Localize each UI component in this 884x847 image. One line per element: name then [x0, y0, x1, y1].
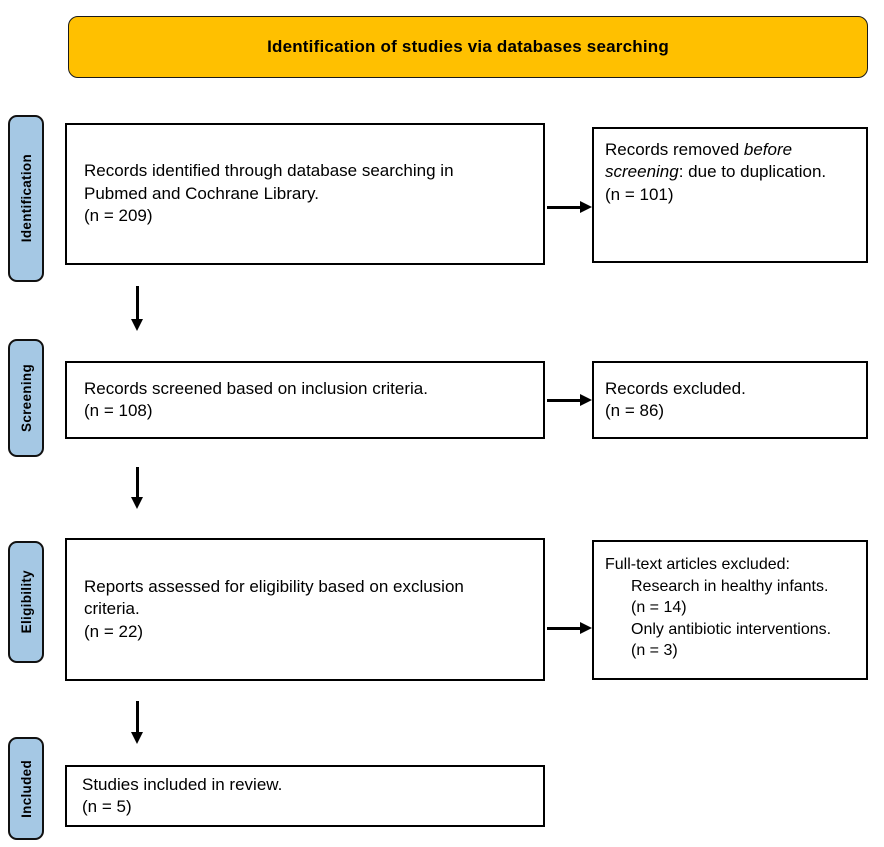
box-records-removed-text: Records removed before screening: due to… — [605, 139, 836, 184]
stage-label-identification-text: Identification — [18, 154, 34, 243]
exclusion-reason-count: (n = 3) — [631, 642, 678, 660]
box-reports-assessed: Reports assessed for eligibility based o… — [65, 538, 545, 681]
box-records-excluded-count: (n = 86) — [605, 401, 665, 420]
arrow-right-identified-to-removed — [547, 206, 580, 209]
box-records-screened: Records screened based on inclusion crit… — [65, 361, 545, 439]
stage-label-screening-text: Screening — [18, 364, 34, 432]
stage-label-eligibility-text: Eligibility — [18, 570, 34, 634]
box-records-excluded: Records excluded. (n = 86) — [592, 361, 868, 439]
box-records-identified: Records identified through database sear… — [65, 123, 545, 265]
arrow-down-assessed-to-included — [136, 701, 139, 732]
box-records-identified-text: Records identified through database sear… — [84, 161, 454, 203]
box-reports-assessed-text: Reports assessed for eligibility based o… — [84, 576, 464, 619]
box-records-removed-count: (n = 101) — [605, 184, 674, 204]
box-fulltext-excluded: Full-text articles excluded: Research in… — [592, 540, 868, 680]
arrow-down-screened-to-assessed — [136, 467, 139, 497]
box-studies-included-count: (n = 5) — [82, 797, 132, 816]
exclusion-reason-text: Research in healthy infants. — [631, 577, 829, 595]
arrow-down-identified-to-screened — [136, 286, 139, 319]
exclusion-reason-count: (n = 14) — [631, 599, 687, 617]
stage-label-eligibility: Eligibility — [8, 541, 44, 663]
box-studies-included: Studies included in review. (n = 5) — [65, 765, 545, 827]
records-removed-pre: Records removed — [605, 140, 744, 159]
box-studies-included-text: Studies included in review. — [82, 774, 283, 794]
box-records-screened-count: (n = 108) — [84, 401, 153, 420]
box-records-screened-text: Records screened based on inclusion crit… — [84, 378, 428, 398]
box-records-identified-count: (n = 209) — [84, 206, 153, 226]
records-removed-italic: before screening — [605, 140, 793, 182]
box-reports-assessed-count: (n = 22) — [84, 621, 144, 641]
arrow-right-screened-to-excluded — [547, 399, 580, 402]
stage-label-screening: Screening — [8, 339, 44, 457]
box-fulltext-excluded-heading: Full-text articles excluded: — [605, 556, 790, 573]
box-records-excluded-text: Records excluded. — [605, 378, 746, 398]
records-removed-post: : due to duplication. — [678, 162, 827, 182]
box-records-removed: Records removed before screening: due to… — [592, 127, 868, 263]
banner-title: Identification of studies via databases … — [267, 37, 669, 56]
arrow-right-assessed-to-fulltext — [547, 627, 580, 630]
stage-label-included: Included — [8, 737, 44, 840]
stage-label-identification: Identification — [8, 115, 44, 282]
banner: Identification of studies via databases … — [68, 16, 868, 78]
exclusion-reason-text: Only antibiotic interventions. — [631, 620, 832, 638]
stage-label-included-text: Included — [18, 759, 34, 818]
